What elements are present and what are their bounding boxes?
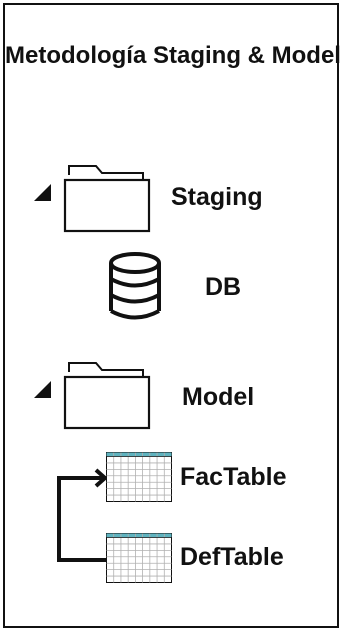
staging-label: Staging bbox=[171, 183, 263, 211]
factable-label: FacTable bbox=[180, 463, 287, 491]
deftable-grid-icon bbox=[106, 533, 172, 583]
staging-expander-icon[interactable] bbox=[34, 184, 51, 201]
factable-grid-icon bbox=[106, 452, 172, 502]
diagram-frame bbox=[3, 3, 339, 628]
model-folder-icon bbox=[63, 362, 151, 430]
model-label: Model bbox=[182, 383, 255, 411]
database-icon bbox=[109, 252, 161, 320]
staging-folder-icon bbox=[63, 165, 151, 233]
deftable-label: DefTable bbox=[180, 543, 284, 571]
diagram-title: Metodología Staging & Model bbox=[5, 42, 341, 69]
db-label: DB bbox=[205, 273, 242, 301]
relation-arrow bbox=[57, 468, 109, 562]
model-expander-icon[interactable] bbox=[34, 381, 51, 398]
